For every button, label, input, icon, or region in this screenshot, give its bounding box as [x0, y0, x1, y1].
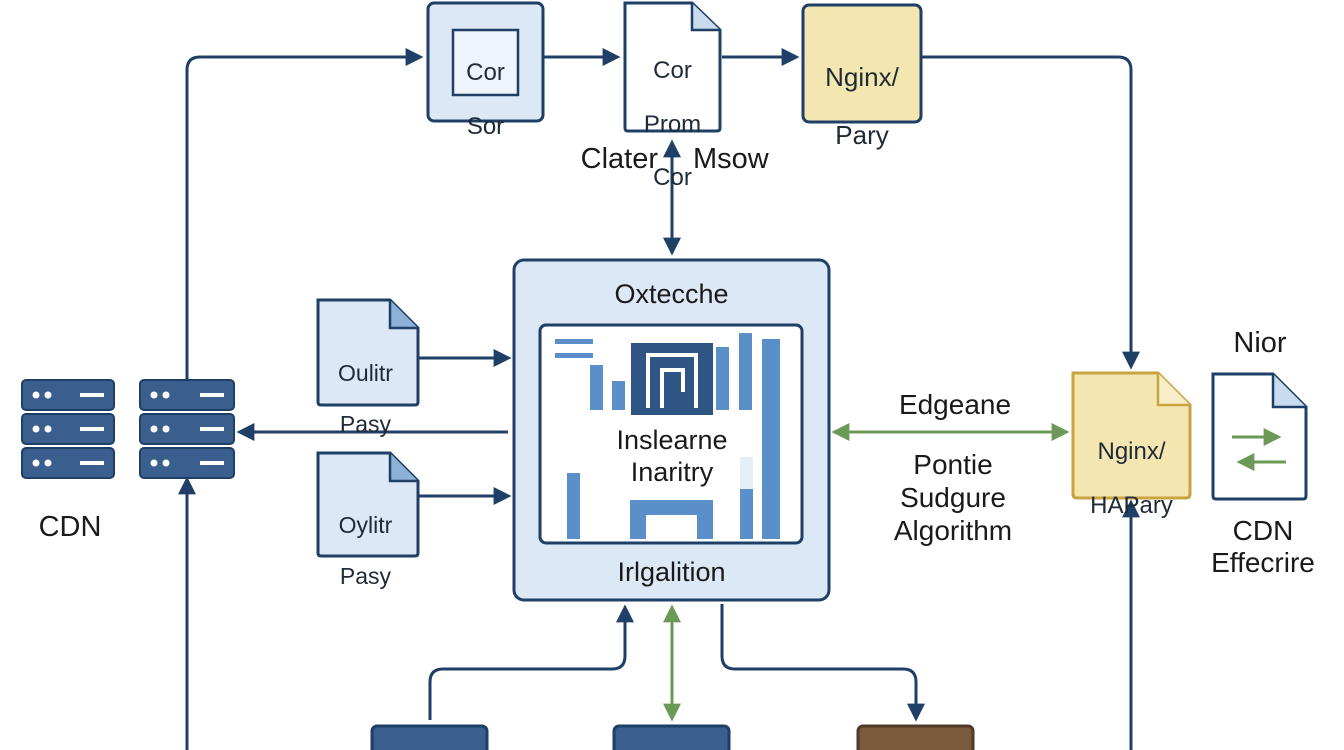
core-sor-label: Cor Sor [453, 33, 518, 141]
cor-prom-line3: Cor [653, 164, 692, 192]
bottom-box-center [612, 724, 731, 750]
doc1-line2: Pasy [339, 411, 392, 438]
center-module-title: Oxtecche [614, 279, 729, 309]
doc2-line1: Oylitr [338, 511, 393, 538]
arrow-left-loop-to-core [185, 48, 424, 380]
doc-outlier-pasy-2 [316, 451, 420, 558]
center-inner-label: Inslearne Inaritry [590, 424, 754, 489]
arrow-center-to-bottom-right [720, 604, 925, 722]
edge-label: Edgeane [898, 389, 1012, 420]
center-module-footer: Irlgalition [617, 557, 726, 587]
doc2-line2: Pasy [339, 563, 392, 590]
algorithm-label: Pontie Sudgure Algorithm [893, 449, 1013, 547]
nginx-top-line2: Pary [835, 120, 889, 151]
nginx-top-label: Nginx/ Pary [803, 34, 921, 150]
nginx-top-box [801, 3, 923, 124]
server-stack-left [139, 379, 235, 479]
inner-schematic-graphic [555, 333, 780, 539]
core-sor-line1: Cor [466, 58, 505, 86]
arrow-nginx-top-to-nginx-right [921, 55, 1140, 370]
nginx-haproxy-right-box [1071, 371, 1192, 500]
core-sor-box [426, 1, 545, 123]
nginx-top-line1: Nginx/ [825, 62, 899, 93]
cluster-right-label: Msow [693, 143, 769, 175]
doc1-label: Oulitr Pasy [318, 335, 413, 438]
cor-prom-line1: Cor [653, 56, 692, 84]
nginx-right-line2: HAPary [1090, 491, 1173, 519]
doc1-line1: Oulitr [338, 359, 393, 386]
cor-prom-line2: Prom [643, 110, 702, 138]
arrow-bottom-left-to-center [428, 604, 634, 720]
core-sor-line2: Sor [466, 112, 505, 140]
swap-arrows-icon [1232, 428, 1286, 471]
bottom-box-right [856, 724, 975, 750]
cor-prom-document [623, 1, 722, 133]
nginx-right-label: Nginx/ HAPary [1073, 412, 1190, 520]
cor-prom-label: Cor Prom Cor [625, 31, 720, 192]
server-stack-far-left [21, 379, 115, 479]
nginx-right-line1: Nginx/ [1097, 437, 1166, 465]
cdn-effecrire-label: CDN Effecrire [1211, 515, 1315, 579]
cluster-left-label: Clater [580, 143, 658, 175]
cdn-left-label: CDN [38, 511, 102, 543]
nior-label: Nior [1233, 327, 1287, 359]
doc2-label: Oylitr Pasy [318, 487, 413, 590]
bottom-box-left [370, 724, 489, 750]
doc-outlier-pasy-1 [316, 298, 420, 407]
